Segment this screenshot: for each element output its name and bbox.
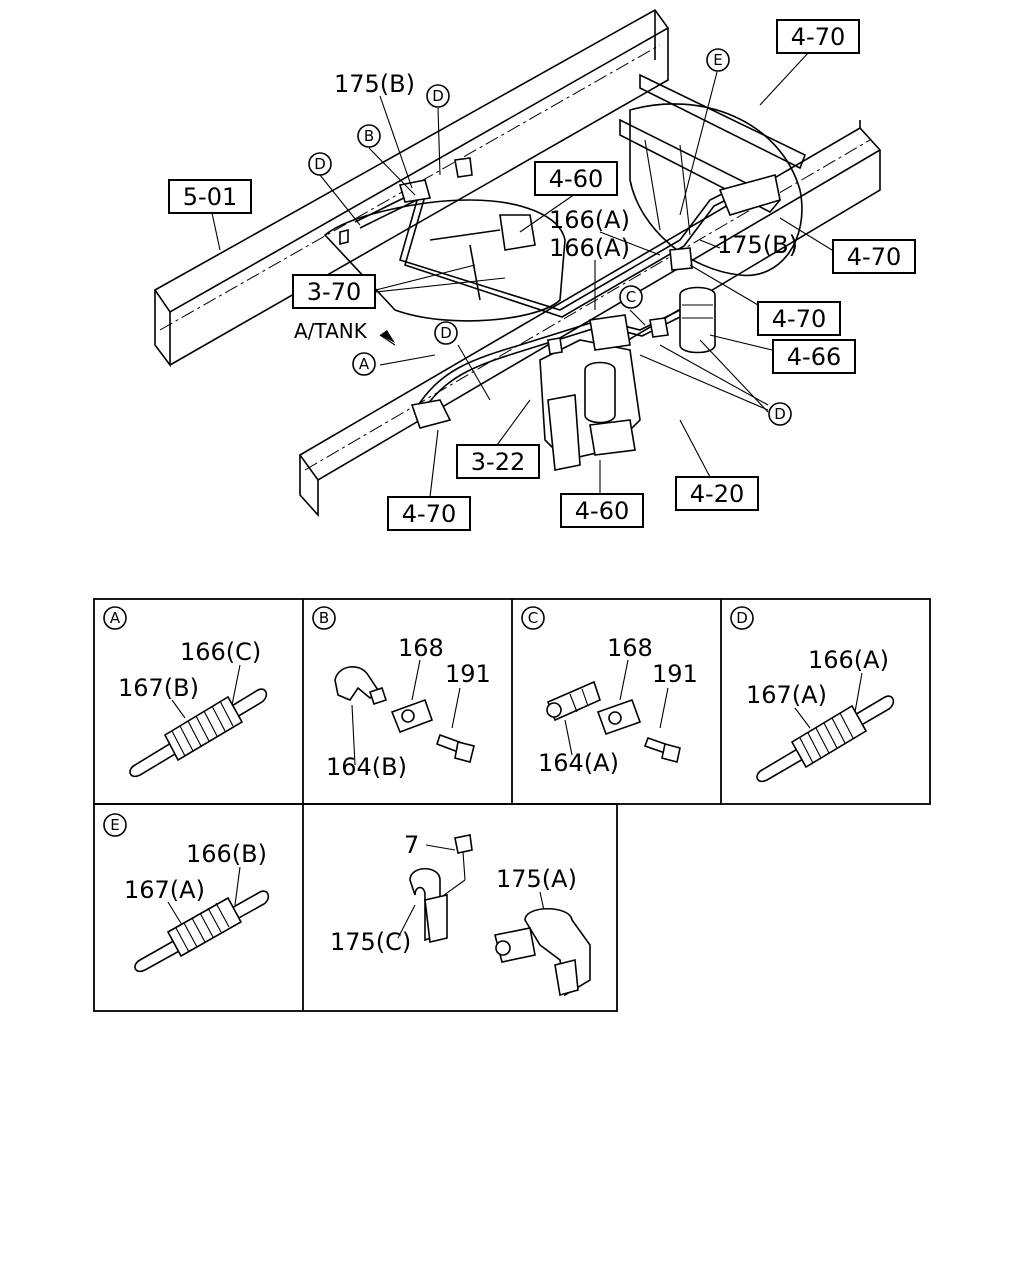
detail-d-marker[interactable]: D [730, 606, 754, 630]
union-fitting-icon [546, 680, 601, 722]
detail-clamps: 7 175(A) 175(C) [330, 831, 591, 997]
detail-clamps-label-3: 175(C) [330, 928, 411, 956]
marker-d-2[interactable]: D [426, 84, 450, 108]
reference-4-20[interactable]: 4-20 [675, 476, 759, 511]
svg-text:4-60: 4-60 [549, 165, 603, 193]
reference-4-70-right-upper[interactable]: 4-70 [832, 239, 916, 274]
svg-text:D: D [774, 405, 786, 423]
svg-text:D: D [314, 155, 326, 173]
detail-b: B 168 191 164(B) [312, 606, 491, 781]
svg-text:4-70: 4-70 [847, 243, 901, 271]
svg-text:D: D [736, 609, 748, 627]
elbow-fitting-icon [334, 666, 388, 706]
reference-4-70-bottom[interactable]: 4-70 [387, 496, 471, 531]
detail-c-label-3: 164(A) [538, 749, 619, 777]
marker-d-3[interactable]: D [434, 321, 458, 345]
svg-text:4-70: 4-70 [772, 305, 826, 333]
tee-fitting-icon-c [596, 698, 642, 736]
detail-d-label-2: 167(A) [746, 681, 827, 709]
marker-d-1[interactable]: D [308, 152, 332, 176]
detail-c: C 168 191 164(A) [521, 606, 698, 777]
hose-sleeve-icon [129, 688, 268, 778]
detail-e-label-2: 167(A) [124, 876, 205, 904]
marker-c-1[interactable]: C [619, 285, 643, 309]
a-tank-label: A/TANK [294, 319, 368, 343]
svg-text:B: B [364, 127, 374, 145]
detail-panel-grid [93, 598, 931, 1012]
detail-b-label-1: 168 [398, 634, 444, 662]
hose-sleeve-icon-e [134, 890, 270, 973]
svg-text:5-01: 5-01 [183, 183, 237, 211]
detail-c-label-1: 168 [607, 634, 653, 662]
svg-text:4-20: 4-20 [690, 480, 744, 508]
svg-text:E: E [110, 816, 119, 834]
svg-text:4-66: 4-66 [787, 343, 841, 371]
marker-a-1[interactable]: A [352, 352, 376, 376]
clamp-175c-icon [409, 867, 448, 943]
part-label-166a-2: 166(A) [549, 234, 630, 262]
reference-4-70-top[interactable]: 4-70 [776, 19, 860, 54]
detail-b-label-3: 164(B) [326, 753, 407, 781]
svg-text:E: E [713, 51, 722, 69]
marker-b-1[interactable]: B [357, 124, 381, 148]
detail-a: A 166(C) 167(B) [103, 606, 268, 778]
detail-clamps-label-1: 7 [404, 831, 419, 859]
reference-3-22[interactable]: 3-22 [456, 444, 540, 479]
bolt-icon [435, 733, 475, 763]
svg-text:A: A [110, 609, 121, 627]
svg-text:4-60: 4-60 [575, 497, 629, 525]
reference-4-70-right-lower[interactable]: 4-70 [757, 301, 841, 336]
detail-c-label-2: 191 [652, 660, 698, 688]
detail-c-marker[interactable]: C [521, 606, 545, 630]
svg-text:4-70: 4-70 [402, 500, 456, 528]
bolt-icon-f [439, 834, 473, 899]
reference-4-60-top[interactable]: 4-60 [534, 161, 618, 196]
hose-sleeve-icon-d [756, 695, 895, 783]
reference-5-01[interactable]: 5-01 [168, 179, 252, 214]
detail-clamps-label-2: 175(A) [496, 865, 577, 893]
reference-4-66[interactable]: 4-66 [772, 339, 856, 374]
detail-b-marker[interactable]: B [312, 606, 336, 630]
clamp-175a-icon [494, 908, 591, 997]
svg-text:4-70: 4-70 [791, 23, 845, 51]
svg-text:3-70: 3-70 [307, 278, 361, 306]
marker-d-4[interactable]: D [768, 402, 792, 426]
marker-e-1[interactable]: E [706, 48, 730, 72]
svg-text:C: C [626, 288, 636, 306]
tee-fitting-icon [390, 698, 434, 734]
detail-d: D 166(A) 167(A) [730, 606, 895, 783]
detail-a-marker[interactable]: A [103, 606, 127, 630]
svg-text:D: D [440, 324, 452, 342]
detail-a-label-1: 166(C) [180, 638, 261, 666]
detail-a-label-2: 167(B) [118, 674, 199, 702]
detail-d-label-1: 166(A) [808, 646, 889, 674]
svg-text:D: D [432, 87, 444, 105]
part-label-166a-1: 166(A) [549, 206, 630, 234]
reference-4-60-bottom[interactable]: 4-60 [560, 493, 644, 528]
svg-text:C: C [528, 609, 538, 627]
frame-assembly-drawing [153, 8, 882, 518]
part-label-175b-right: 175(B) [717, 231, 798, 259]
svg-text:A: A [359, 355, 370, 373]
bolt-icon-c [643, 736, 681, 763]
detail-b-label-2: 191 [445, 660, 491, 688]
part-label-175b-top: 175(B) [334, 70, 415, 98]
svg-text:B: B [319, 609, 329, 627]
detail-e-marker[interactable]: E [103, 813, 127, 837]
svg-text:3-22: 3-22 [471, 448, 525, 476]
detail-e-label-1: 166(B) [186, 840, 267, 868]
detail-e: E 166(B) 167(A) [103, 813, 270, 973]
reference-3-70[interactable]: 3-70 [292, 274, 376, 309]
